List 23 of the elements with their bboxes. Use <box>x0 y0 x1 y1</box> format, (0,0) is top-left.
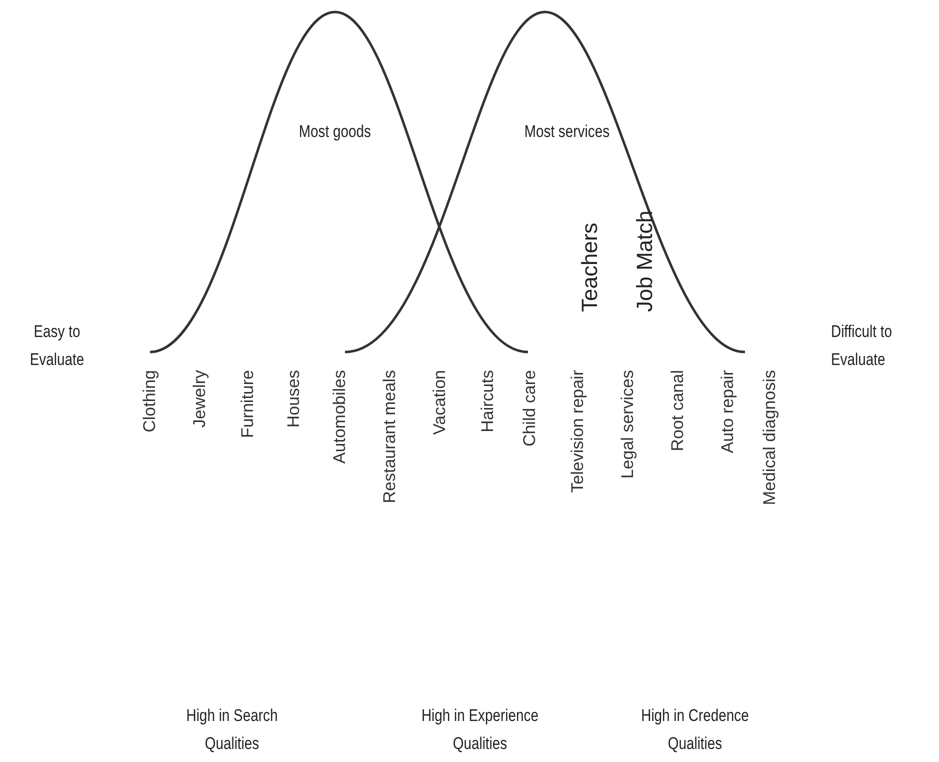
example-label: Teachers <box>577 222 603 312</box>
category-label: Houses <box>284 370 304 428</box>
category-label: Clothing <box>140 370 160 432</box>
axis-end-label: Easy to Evaluate <box>28 321 86 371</box>
curve-label: Most services <box>524 122 610 142</box>
curve-label: Most goods <box>298 122 371 142</box>
category-label: Furniture <box>238 370 258 438</box>
example-label: Job Match <box>632 210 658 312</box>
category-label: Root canal <box>668 370 688 452</box>
category-label: Automobiles <box>330 370 350 464</box>
axis-end-label: Difficult to Evaluate <box>831 321 893 371</box>
quality-label: High in Search Qualities <box>185 705 279 755</box>
category-label: Television repair <box>568 370 588 493</box>
category-label: Legal services <box>618 370 638 479</box>
category-label: Medical diagnosis <box>760 370 780 506</box>
quality-label: High in Credence Qualities <box>640 705 750 755</box>
category-label: Auto repair <box>718 370 738 454</box>
category-label: Restaurant meals <box>380 370 400 504</box>
category-label: Vacation <box>430 370 450 435</box>
quality-label: High in Experience Qualities <box>420 705 540 755</box>
category-label: Jewelry <box>190 370 210 428</box>
category-label: Haircuts <box>478 370 498 432</box>
category-label: Child care <box>520 370 540 447</box>
